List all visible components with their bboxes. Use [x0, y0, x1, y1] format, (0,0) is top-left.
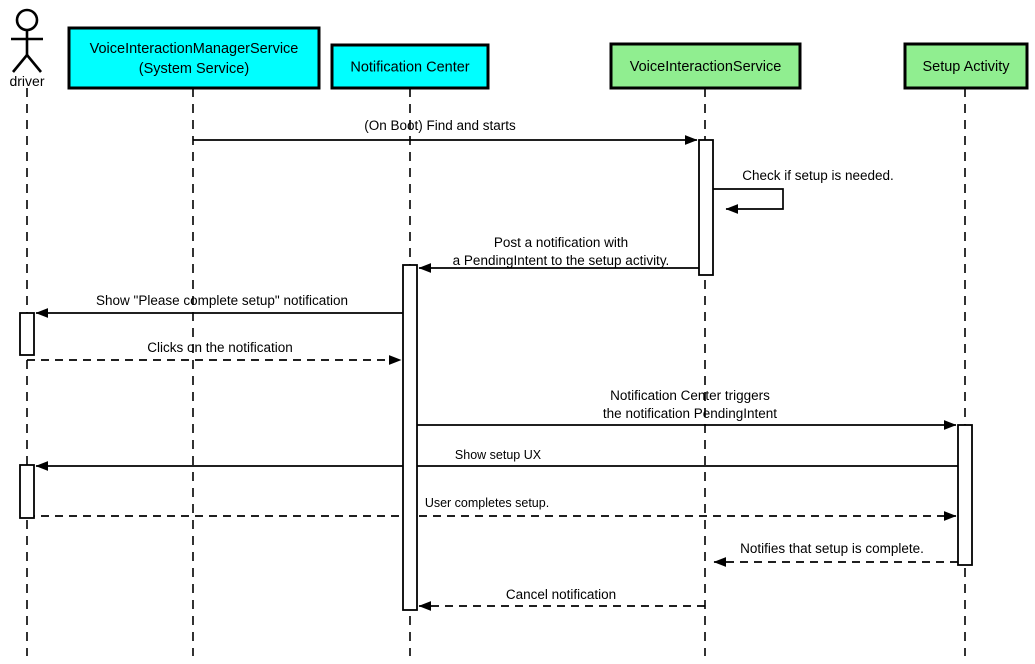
message-label-msg-10: Cancel notification	[506, 587, 616, 602]
participant-box-vims	[67, 26, 321, 90]
participant-label-notification_center: Notification Center	[350, 59, 469, 75]
participant-box-vis	[609, 42, 802, 90]
message-label-msg-5: Clicks on the notification	[147, 340, 293, 355]
activation-bar-driver	[19, 312, 35, 356]
participant-label-setup_activity: Setup Activity	[922, 59, 1010, 75]
message-arrow-self	[713, 188, 784, 214]
participant-vims[interactable]: VoiceInteractionManagerService (System Se…	[67, 26, 321, 90]
actor-head-icon	[15, 8, 39, 32]
actor-leg-right-icon	[25, 54, 43, 73]
activation-bar-vis	[698, 139, 714, 276]
activation-bar-driver	[19, 464, 35, 519]
participant-sublabel-vims: (System Service)	[139, 61, 249, 77]
participant-box-notification_center	[330, 43, 490, 90]
message-label-msg-6: the notification PendingIntent	[603, 406, 777, 421]
participant-vis[interactable]: VoiceInteractionService	[609, 42, 802, 90]
message-label-msg-4: Show "Please complete setup" notificatio…	[96, 293, 348, 308]
actor-label-driver: driver	[9, 73, 44, 89]
message-label-msg-1: (On Boot) Find and starts	[364, 118, 516, 133]
participant-notification_center[interactable]: Notification Center	[330, 43, 490, 90]
message-label-msg-3: Post a notification with	[494, 235, 628, 250]
message-label-msg-3: a PendingIntent to the setup activity.	[453, 253, 670, 268]
message-label-msg-9: Notifies that setup is complete.	[740, 541, 924, 556]
participant-setup_activity[interactable]: Setup Activity	[903, 42, 1029, 90]
actor-leg-left-icon	[11, 54, 29, 73]
participant-label-vims: VoiceInteractionManagerService	[90, 41, 299, 57]
participant-heads-layer: driver VoiceInteractionManagerService (Sys…	[9, 8, 1029, 90]
participant-box-setup_activity	[903, 42, 1029, 90]
message-msg-2-self[interactable]	[713, 188, 784, 214]
message-label-msg-7: Show setup UX	[455, 448, 542, 462]
activations-layer	[19, 139, 973, 611]
participant-label-vis: VoiceInteractionService	[630, 59, 782, 75]
activation-bar-notification_center	[402, 264, 418, 611]
message-label-msg-6: Notification Center triggers	[610, 388, 770, 403]
actor-driver[interactable]: driver	[9, 8, 45, 89]
activation-bar-setup_activity	[957, 424, 973, 566]
message-label-msg-2-self: Check if setup is needed.	[742, 168, 894, 183]
messages-layer	[27, 135, 958, 611]
message-label-msg-8: User completes setup.	[425, 496, 549, 510]
